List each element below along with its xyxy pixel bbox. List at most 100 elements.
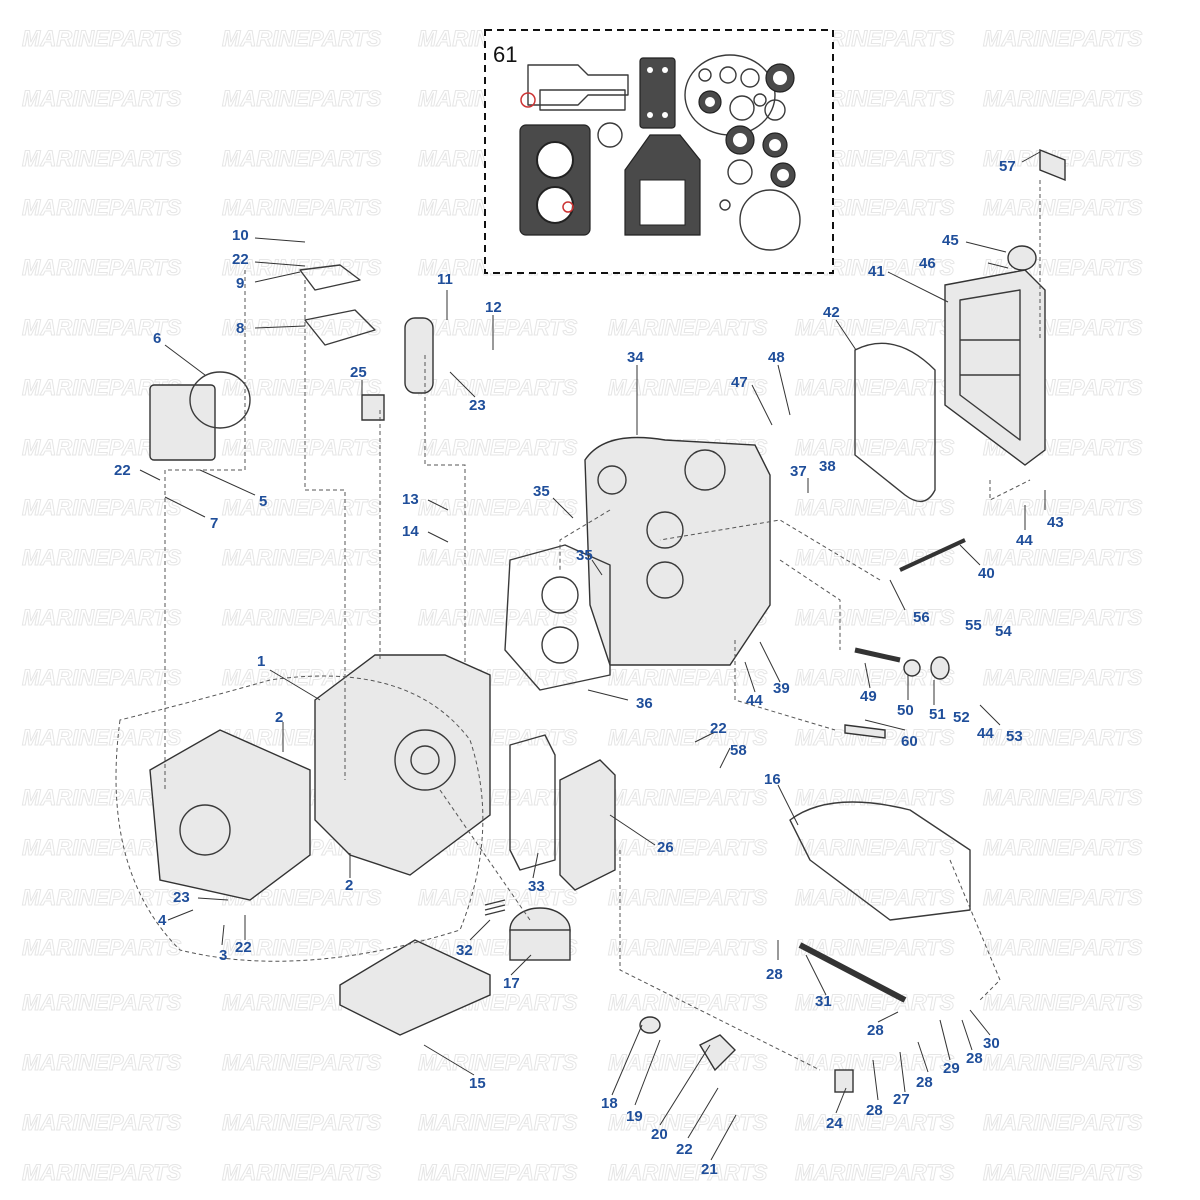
part-34-head [584,436,771,666]
callout-11: 11 [437,271,453,288]
part-60-spark-plug [844,724,886,739]
callout-35: 35 [576,547,593,564]
watermark-text: MARINEPARTS [795,435,955,460]
callout-53: 53 [1006,728,1023,745]
callout-2: 2 [345,877,353,894]
watermark-text: MARINEPARTS [608,725,768,750]
callout-49: 49 [860,688,877,705]
watermark-text: MARINEPARTS [983,495,1143,520]
callout-1: 1 [257,653,265,670]
watermark-text: MARINEPARTS [418,605,578,630]
watermark-text: MARINEPARTS [983,835,1143,860]
watermark-text: MARINEPARTS [418,435,578,460]
callout-22: 22 [232,251,249,268]
callout-37: 37 [790,463,807,480]
watermark-text: MARINEPARTS [418,1160,578,1185]
part-24-fitting [834,1069,854,1093]
watermark-text: MARINEPARTS [608,990,768,1015]
watermark-text: MARINEPARTS [795,835,955,860]
watermark-text: MARINEPARTS [418,495,578,520]
callout-20: 20 [651,1126,668,1143]
watermark-text: MARINEPARTS [608,1160,768,1185]
watermark-text: MARINEPARTS [983,545,1143,570]
callout-numbers: 10 22 9 8 6 22 5 7 11 12 25 23 13 14 1 2… [114,158,1064,1178]
watermark-text: MARINEPARTS [983,725,1143,750]
watermark-text: MARINEPARTS [22,990,182,1015]
large-o-ring-2 [739,189,801,251]
watermark-text: MARINEPARTS [22,86,182,111]
callout-22: 22 [114,462,131,479]
callout-52: 52 [953,709,970,726]
watermark-text: MARINEPARTS [222,605,382,630]
gasket-strip [527,64,629,106]
watermark-text: MARINEPARTS [608,1110,768,1135]
watermark-text: MARINEPARTS [795,375,955,400]
callout-21: 21 [701,1161,718,1178]
watermark-text: MARINEPARTS [983,605,1143,630]
thermostat-gasket [597,122,623,148]
watermark-text: MARINEPARTS [222,146,382,171]
watermark-text: MARINEPARTS [222,435,382,460]
callout-25: 25 [350,364,367,381]
gasket-dark-plate [639,57,676,129]
part-50-bushing [903,659,921,677]
callout-36: 36 [636,695,653,712]
callout-12: 12 [485,299,502,316]
callout-17: 17 [503,975,520,992]
callout-45: 45 [942,232,959,249]
watermark-text: MARINEPARTS [222,1110,382,1135]
part-49-shaft [854,647,901,663]
watermark-text: MARINEPARTS [608,935,768,960]
callout-57: 57 [999,158,1016,175]
callout-51: 51 [929,706,946,723]
callout-42: 42 [823,304,840,321]
callout-22: 22 [235,939,252,956]
part-26-cover [559,759,616,891]
callout-28: 28 [866,1102,883,1119]
watermark-text: MARINEPARTS [795,605,955,630]
part-5-plate [149,384,216,461]
watermark-text: MARINEPARTS [795,990,955,1015]
gasket-kit-label: 61 [493,42,517,67]
watermark-text: MARINEPARTS [983,885,1143,910]
parts-layer [149,148,1066,1093]
callout-54: 54 [995,623,1012,640]
callout-23: 23 [173,889,190,906]
callout-31: 31 [815,993,832,1010]
watermark-text: MARINEPARTS [608,665,768,690]
callout-22: 22 [676,1141,693,1158]
watermark-text: MARINEPARTS [983,26,1143,51]
callout-8: 8 [236,320,244,337]
watermark-text: MARINEPARTS [608,1050,768,1075]
watermark-text: MARINEPARTS [608,315,768,340]
callout-28: 28 [867,1022,884,1039]
watermark-text: MARINEPARTS [608,785,768,810]
watermark-text: MARINEPARTS [222,1050,382,1075]
callout-7: 7 [210,515,218,532]
watermark-text: MARINEPARTS [222,195,382,220]
watermark-text: MARINEPARTS [795,495,955,520]
part-8-plate [304,309,376,346]
watermark-text: MARINEPARTS [22,665,182,690]
part-20-housing [699,1034,736,1072]
watermark-text: MARINEPARTS [983,935,1143,960]
callout-28: 28 [766,966,783,983]
watermark-text: MARINEPARTS [22,725,182,750]
callout-47: 47 [731,374,748,391]
watermark-text: MARINEPARTS [983,665,1143,690]
callout-44: 44 [977,725,994,742]
watermark-text: MARINEPARTS [795,665,955,690]
part-51-lever [930,656,950,680]
gasket-plate [539,89,626,111]
watermark-text: MARINEPARTS [222,375,382,400]
callout-2: 2 [275,709,283,726]
callout-3: 3 [219,947,227,964]
callout-15: 15 [469,1075,486,1092]
callout-26: 26 [657,839,674,856]
callout-44: 44 [746,692,763,709]
leader-lines [139,151,1046,1161]
part-32-spring [484,899,506,916]
callout-43: 43 [1047,514,1064,531]
callout-13: 13 [402,491,419,508]
